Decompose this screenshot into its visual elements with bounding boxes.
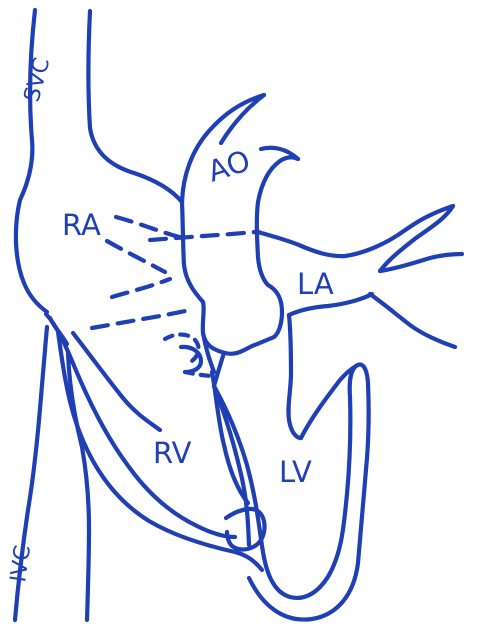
interatrial-dashed-line-bottom [92,310,190,328]
interatrial-dashed-line-top [116,217,183,238]
aorta-outer-wall [182,157,298,354]
ao-label: AO [204,143,255,188]
left-ventricle-inner [301,366,356,438]
interatrial-dashed-line-mid [107,241,165,272]
left-ventricle-outer [214,365,369,620]
heart-outline [15,10,462,620]
valve-cusp-left [203,333,214,372]
svc-right-wall [89,11,183,202]
interatrial-dashed-line-lower [112,279,170,297]
pulmonary-vein-right-lower [370,294,455,347]
la-label: LA [297,267,334,301]
svc-label: SVC [20,55,56,104]
ivc-label: IVC [6,544,36,584]
valve-cusp-right [214,353,224,386]
aorta-arch [182,95,264,202]
right-ventricle-inner [73,333,160,430]
left-atrium-inner-curve [288,315,301,438]
rv-label: RV [153,436,192,470]
lv-label: LV [279,455,312,489]
ra-label: RA [62,208,101,242]
